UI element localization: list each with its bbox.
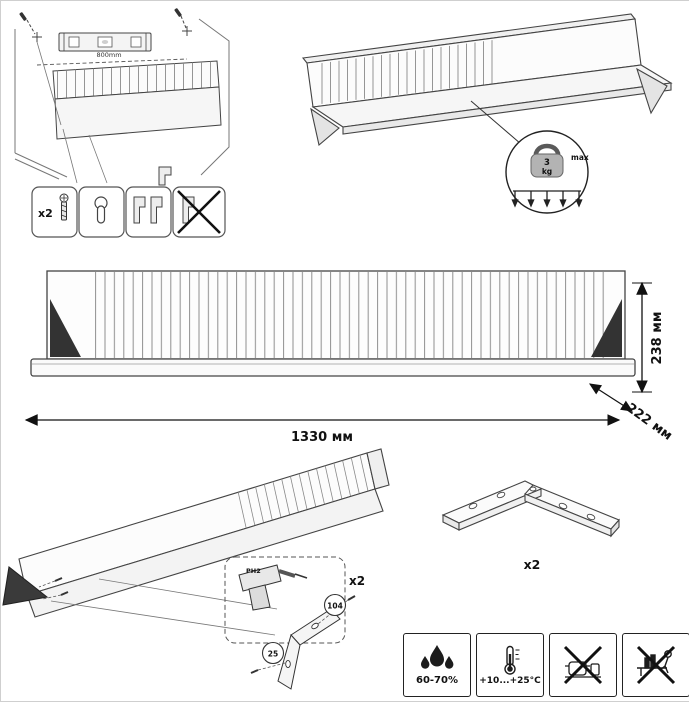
care-box-no-climbing	[622, 633, 689, 697]
height-dimension-label: 238 мм	[650, 312, 665, 365]
hardware-list: x2	[31, 166, 226, 238]
no-dishes-icon	[563, 645, 603, 685]
screw-anchor-icon	[59, 193, 69, 221]
care-box-no-heavy-items	[549, 633, 617, 697]
hardware-quantity-label: x2	[38, 207, 53, 220]
depth-dimension: 222 мм	[588, 383, 675, 444]
assembly-quantity-label: x2	[349, 574, 365, 588]
load-weight-unit: kg	[542, 167, 552, 176]
load-limit-badge: 3 kg max	[505, 130, 589, 214]
width-dimension-label: 1330 мм	[291, 430, 353, 445]
callout-lines	[36, 41, 108, 184]
width-dimension: 1330 мм	[24, 414, 621, 445]
load-distribution-arrows	[511, 190, 583, 208]
part-25-badge: 25	[261, 641, 285, 665]
wall-panel-drawing	[52, 60, 222, 140]
keyhole-hanger-icon	[94, 196, 108, 224]
mounting-distance: 800mm	[36, 51, 188, 66]
bit-label: PH2	[246, 567, 261, 575]
care-icons: 60-70% +10...+25°C	[403, 633, 689, 697]
assembly-diagram: PH2 104 25 x2	[2, 448, 390, 690]
care-box-temperature: +10...+25°C	[476, 633, 544, 697]
bracket-diagram: x2	[441, 480, 620, 572]
height-dimension: 238 мм	[632, 281, 665, 394]
spirit-level-icon	[58, 32, 152, 52]
temperature-label: +10...+25°C	[479, 675, 541, 686]
part-104-label: 104	[327, 602, 343, 611]
right-bracket-silhouette	[591, 299, 622, 357]
flipped-shelf-drawing	[2, 448, 390, 618]
corner-bracket-drawing	[441, 480, 620, 538]
load-max-label: max	[571, 153, 589, 162]
end-screws	[38, 577, 69, 600]
shelf-overview-diagram: 3 kg max	[301, 13, 673, 214]
anchor-marks	[19, 8, 192, 42]
room-corner-lines	[14, 18, 230, 180]
shelf-front-view	[30, 270, 636, 377]
mounting-distance-label: 800mm	[96, 51, 121, 59]
front-view-diagram: 1330 мм 238 мм 222 мм	[24, 270, 675, 445]
humidity-drops-icon	[421, 645, 454, 669]
load-weight-value: 3	[544, 158, 550, 168]
kettlebell-body	[530, 153, 564, 178]
humidity-label: 60-70%	[415, 675, 458, 686]
part-104-badge: 104	[323, 593, 347, 617]
part-25-label: 25	[268, 650, 278, 659]
no-climbing-icon	[636, 645, 676, 685]
hanger-hook-icon	[158, 166, 172, 186]
screwdriver-icon: PH2	[238, 564, 308, 611]
excluded-cross-icon	[177, 190, 221, 234]
bracket-quantity-label: x2	[524, 557, 541, 572]
thermometer-icon	[504, 645, 520, 675]
care-box-humidity: 60-70%	[403, 633, 471, 697]
wall-mounting-diagram: 800mm	[14, 8, 230, 184]
hardware-cell-bracket-option	[125, 186, 172, 238]
load-callout-line	[470, 100, 522, 145]
left-bracket-silhouette	[50, 299, 81, 357]
tool-callout-box	[224, 556, 346, 644]
magnify-lines	[50, 578, 278, 636]
shelf-perspective-drawing	[301, 13, 673, 147]
depth-dimension-label: 222 мм	[623, 401, 675, 444]
